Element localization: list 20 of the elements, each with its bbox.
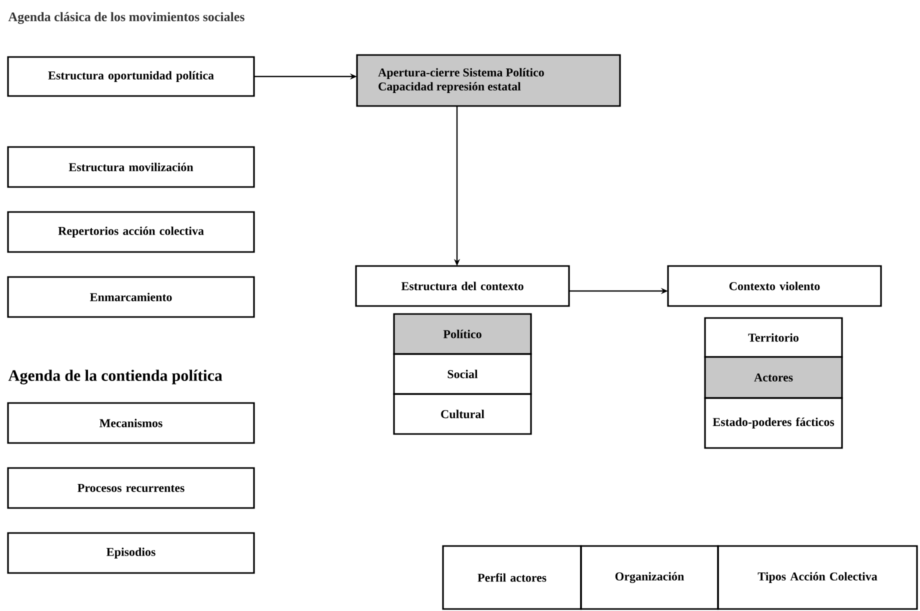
shaded-box: Apertura-cierre Sistema Político Capacidad represión estatal bbox=[356, 54, 621, 107]
text-box: Estructura del contexto bbox=[355, 265, 570, 307]
text-box: Episodios bbox=[7, 532, 255, 574]
text-box: Enmarcamiento bbox=[7, 276, 255, 318]
shaded-box: Político bbox=[393, 313, 532, 355]
text-box: Mecanismos bbox=[7, 402, 255, 444]
text-box: Contexto violento bbox=[667, 265, 882, 307]
text-box: Organización bbox=[580, 545, 719, 610]
shaded-box: Actores bbox=[704, 356, 843, 399]
text-box: Procesos recurrentes bbox=[7, 467, 255, 509]
text-box: Estructura movilización bbox=[7, 146, 255, 188]
text-box: Estado-poderes fácticos bbox=[704, 397, 843, 449]
text-box: Social bbox=[393, 353, 532, 395]
heading: Agenda clásica de los movimientos sociales bbox=[8, 12, 244, 24]
heading: Agenda de la contienda política bbox=[8, 370, 222, 384]
text-box: Tipos Acción Colectiva bbox=[717, 545, 918, 610]
text-box: Perfil actores bbox=[442, 545, 582, 610]
text-box: Estructura oportunidad política bbox=[7, 56, 255, 97]
text-box: Cultural bbox=[393, 393, 532, 435]
text-box: Repertorios acción colectiva bbox=[7, 211, 255, 253]
